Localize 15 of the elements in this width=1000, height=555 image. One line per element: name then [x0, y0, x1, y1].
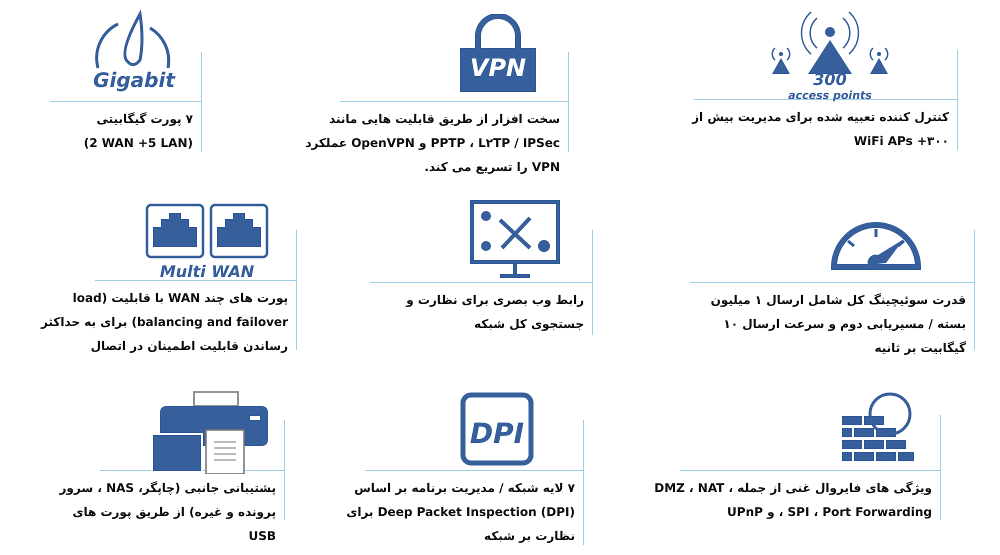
feature-description: کنترل کننده تعبیه شده برای مدیریت بیش از ۳۰۰+ WiFi APs: [690, 109, 949, 150]
feature-description: (2 WAN +5 LAN): [82, 135, 193, 152]
icon-label: DPI: [470, 420, 524, 448]
feature-description: پورت های چند WAN با قابلیت (load balancing and failover) برای به حداکثر رساندن قابلیت اطمینان در اتصال: [40, 290, 288, 355]
icon-label: VPN: [470, 56, 526, 80]
icon-label: Gigabit: [93, 70, 175, 90]
feature-description: قدرت سوئیچینگ کل شامل ارسال ۱ میلیون بسته / مسیریابی دوم و سرعت ارسال ۱۰ گیگابیت بر ثانیه: [710, 292, 966, 357]
feature-description: رابط وب بصری برای نظارت و جستجوی کل شبکه: [404, 292, 584, 333]
feature-description: ۷ پورت گیگابیتی: [96, 111, 193, 128]
feature-description: پشتیبانی جانبی (چاپگر، NAS ، سرور پرونده و غیره) از طریق پورت های USB: [58, 480, 276, 545]
icon-label: access points: [788, 90, 872, 101]
feature-description: ویژگی های فایروال غنی از جمله DMZ ، NAT ، SPI ، Port Forwarding ، و UPnP: [653, 480, 932, 521]
feature-description: ۷ لایه شبکه / مدیریت برنامه بر اساس Deep Packet Inspection (DPI) برای نظارت بر شبکه: [345, 480, 575, 545]
icon-label: Multi WAN: [160, 264, 254, 280]
feature-description: سخت افزار از طریق قابلیت هایی مانند PPTP ، L۲TP / IPSec و OpenVPN عملکرد VPN را تسریع می کند.: [304, 111, 560, 176]
